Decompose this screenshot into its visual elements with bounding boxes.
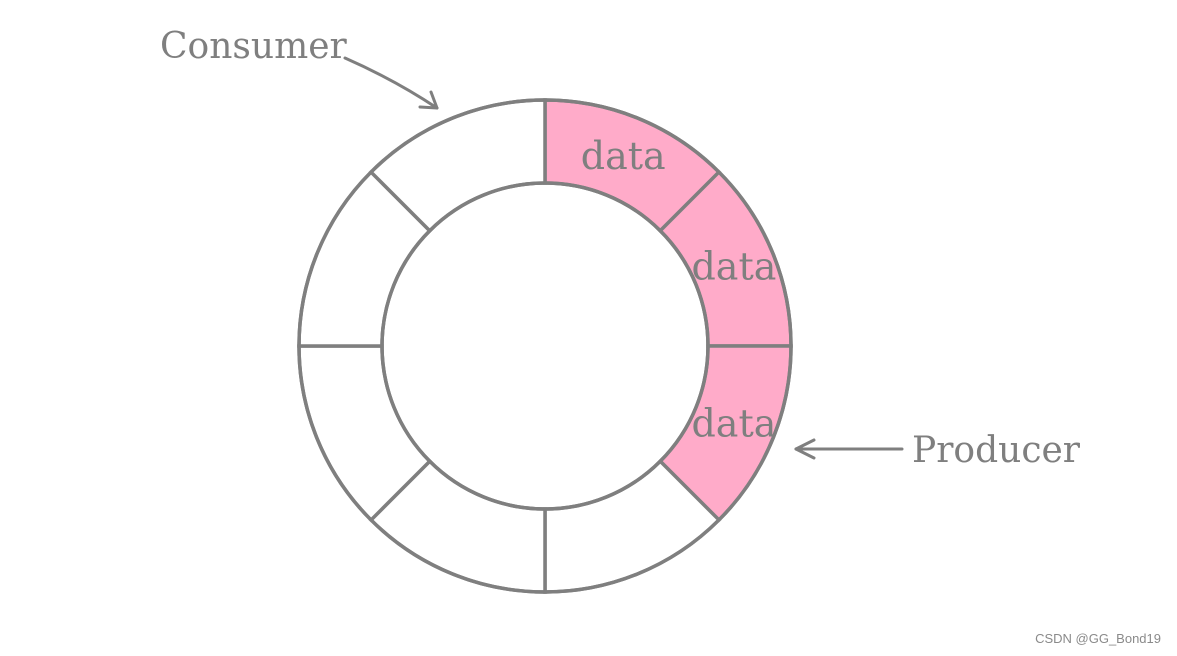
buffer-slot-3-label: data (691, 401, 776, 445)
consumer-label: Consumer (160, 26, 348, 67)
buffer-slot-2-label: data (691, 245, 776, 289)
ring-buffer-segment-labels: data data data (581, 134, 777, 445)
watermark: CSDN @GG_Bond19 (1035, 631, 1161, 646)
producer-label: Producer (912, 430, 1081, 471)
ring-buffer-segments (297, 98, 793, 594)
buffer-slot-1-label: data (581, 134, 666, 178)
ring-inner-edge (380, 181, 710, 511)
consumer-arrow (343, 56, 439, 110)
producer-arrow (794, 438, 904, 460)
ring-outer-edge (297, 98, 793, 594)
